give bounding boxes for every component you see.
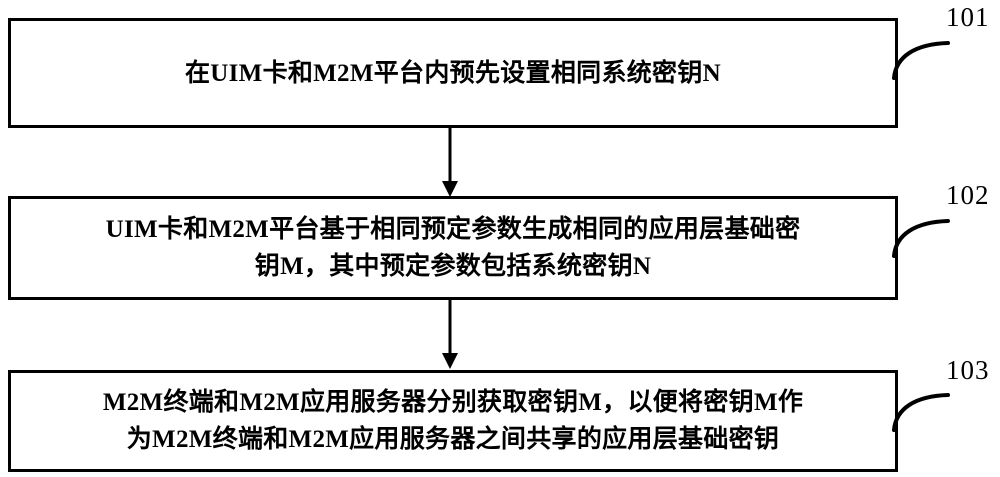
flowchart-step-box-101: 在UIM卡和M2M平台内预先设置相同系统密钥N: [8, 18, 898, 128]
step-label-101: 在UIM卡和M2M平台内预先设置相同系统密钥N: [184, 59, 722, 87]
step-label-102: UIM卡和M2M平台基于相同预定参数生成相同的应用层基础密 钥M，其中预定参数包…: [105, 216, 801, 280]
leader-line-101: [892, 41, 950, 80]
flowchart-step-box-103: M2M终端和M2M应用服务器分别获取密钥M，以便将密钥M作 为M2M终端和M2M…: [8, 370, 898, 472]
reference-numeral-101: 101: [946, 2, 990, 32]
leader-line-102: [892, 219, 950, 258]
flowchart-step-box-102: UIM卡和M2M平台基于相同预定参数生成相同的应用层基础密 钥M，其中预定参数包…: [8, 196, 898, 300]
step-label-103: M2M终端和M2M应用服务器分别获取密钥M，以便将密钥M作 为M2M终端和M2M…: [102, 389, 804, 453]
leader-line-103: [892, 393, 950, 432]
reference-numeral-102: 102: [946, 180, 990, 210]
reference-numeral-103: 103: [946, 355, 990, 385]
connector-arrow-101-to-102: [442, 128, 458, 197]
connector-arrow-102-to-103: [442, 300, 458, 369]
